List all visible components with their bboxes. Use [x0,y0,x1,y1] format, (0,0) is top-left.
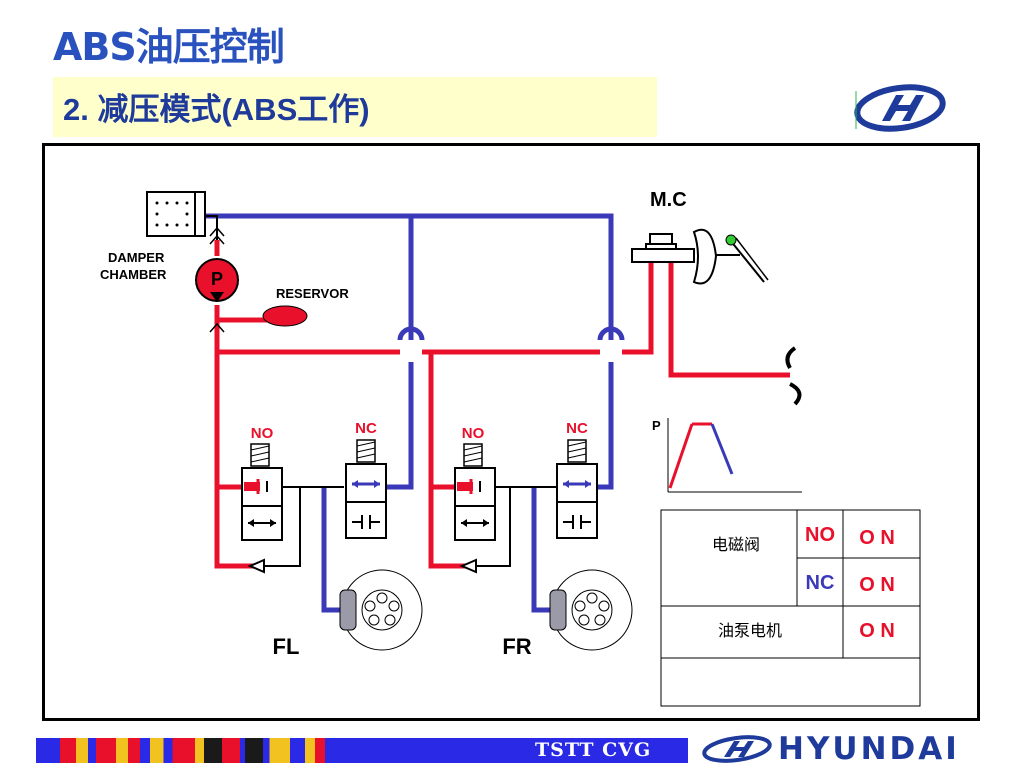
left-nc-label: NC [355,420,377,437]
diagram-frame [42,143,980,721]
right-nc-valve [556,439,598,539]
footer-brand: HYUNDAI [778,731,960,767]
fl-label: FL [273,634,300,659]
no-state: O N [859,527,895,549]
footer-decor-2 [150,738,240,763]
left-no-valve [241,443,283,541]
solenoid-label: 电磁阀 [712,535,760,554]
footer-hyundai-logo-icon [702,735,772,763]
reservoir-label: RESERVOR [276,286,349,301]
footer-decor-3 [245,738,290,763]
damper-label: DAMPER [108,250,165,265]
rear-caliper-icon [785,346,802,406]
right-nc-label: NC [566,420,588,437]
fr-label: FR [502,634,531,659]
pump-motor-label: 油泵电机 [718,621,782,640]
reservoir-icon [262,305,308,327]
table-nc-label: NC [806,572,835,594]
pressure-axis-label: P [652,418,661,433]
slide-subtitle: 2. 减压模式(ABS工作) [63,92,370,127]
footer-decor [60,738,140,763]
master-cylinder-icon [631,228,769,285]
pressure-graph [667,418,802,493]
hyundai-logo-icon [854,84,946,132]
pump-label: P [211,269,223,289]
footer-bar [36,738,688,763]
low-pressure-lines [200,213,625,613]
pump-state: O N [859,620,895,642]
chamber-label: CHAMBER [100,267,167,282]
subtitle-background [53,77,657,137]
left-nc-valve [345,439,387,539]
master-cylinder-label: M.C [650,189,687,211]
table-no-label: NO [805,524,835,546]
check-valve-icon [209,322,225,333]
status-table [660,509,921,707]
right-no-valve [454,443,496,541]
footer-code: TSTT CVG [535,739,652,761]
right-no-label: NO [462,425,485,442]
return-lines [200,215,556,574]
damper-chamber [146,191,225,245]
nc-state: O N [859,574,895,596]
left-no-label: NO [251,425,274,442]
slide-title: ABS油压控制 [53,25,285,69]
footer-decor-4 [305,738,325,763]
pump-icon [195,258,239,302]
fl-wheel-icon [339,569,423,651]
fr-wheel-icon [549,569,633,651]
high-pressure-lines [214,240,790,569]
